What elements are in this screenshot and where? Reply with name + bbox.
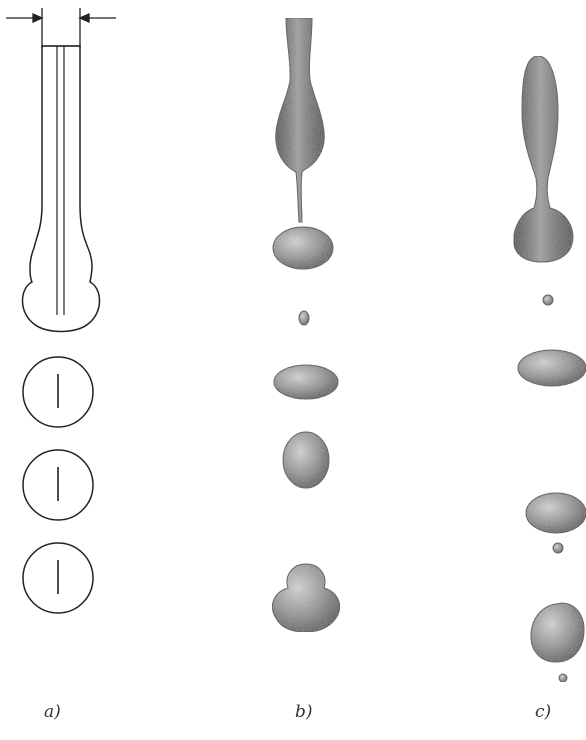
panel-c-label: c) <box>535 702 551 722</box>
stream-body <box>276 18 325 222</box>
satellite-drop <box>543 295 553 305</box>
detached-drop <box>23 543 93 613</box>
satellite-drop <box>299 311 309 325</box>
width-dimension-arrows <box>6 8 116 48</box>
flattened-drop <box>518 350 586 386</box>
flattened-drop <box>274 365 338 399</box>
oscillating-drop <box>272 564 339 632</box>
drop-forming <box>273 227 333 269</box>
panel-a <box>6 8 116 613</box>
stream-body <box>514 56 573 262</box>
splitting-drop <box>526 493 586 533</box>
satellite-drop <box>559 674 567 682</box>
panel-c <box>514 56 586 682</box>
satellite-drop <box>553 543 563 553</box>
panel-b <box>272 18 339 632</box>
oval-drop <box>283 432 329 488</box>
detached-drop <box>23 450 93 520</box>
panel-a-label: a) <box>44 702 61 722</box>
liquid-jet-outline <box>23 46 100 332</box>
detached-drop <box>23 357 93 427</box>
irregular-drop <box>531 603 584 662</box>
panel-b-label: b) <box>295 702 313 722</box>
